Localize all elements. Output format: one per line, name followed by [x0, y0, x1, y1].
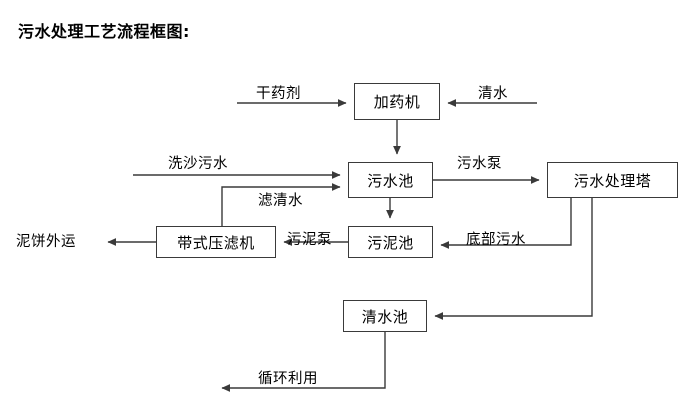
node-label-dosing-machine: 加药机	[373, 93, 421, 111]
edge-clean-water-pool-to-recycle	[221, 332, 386, 392]
node-sludge-pool[interactable]: 污泥池	[348, 226, 433, 258]
node-clean-water-pool[interactable]: 清水池	[343, 300, 427, 332]
edge-label-dry-chemical: 干药剂	[256, 86, 301, 102]
edge-label-filtered-water: 滤清水	[258, 193, 303, 209]
edge-label-bottom-sewage: 底部污水	[466, 232, 526, 248]
node-dosing-machine[interactable]: 加药机	[354, 83, 440, 120]
edge-label-sand-wash-sewage: 洗沙污水	[168, 156, 228, 172]
edge-tower-to-clean-water-pool	[434, 198, 593, 320]
node-sewage-pool[interactable]: 污水池	[348, 162, 433, 198]
edge-tower-to-sludge-pool	[440, 198, 572, 249]
node-label-sludge-pool: 污泥池	[367, 233, 414, 252]
edge-filtered-water-to-sewage-pool	[221, 183, 341, 226]
edge-label-mud-cake-out: 泥饼外运	[16, 234, 76, 250]
node-belt-filter-press[interactable]: 带式压滤机	[156, 226, 276, 258]
edge-label-clean-water-in: 清水	[478, 86, 508, 102]
edge-label-sewage-pump: 污水泵	[457, 156, 502, 172]
node-label-clean-water-pool: 清水池	[361, 307, 409, 326]
node-label-belt-filter-press: 带式压滤机	[177, 233, 255, 252]
node-treatment-tower[interactable]: 污水处理塔	[547, 162, 678, 198]
edge-label-recycle-reuse: 循环利用	[258, 371, 318, 387]
node-label-sewage-pool: 污水池	[367, 171, 414, 190]
page-title: 污水处理工艺流程框图:	[18, 22, 190, 41]
node-label-treatment-tower: 污水处理塔	[573, 171, 652, 190]
edge-label-sludge-pump: 污泥泵	[287, 232, 332, 248]
